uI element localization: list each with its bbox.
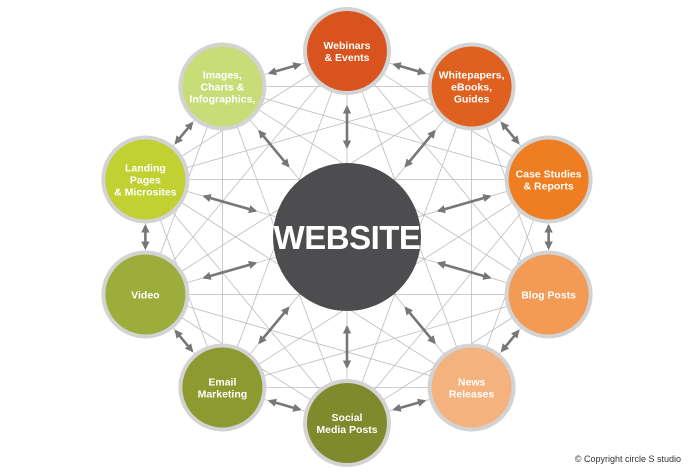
spoke-arrow-email-marketing	[258, 306, 290, 345]
node-label: & Reports	[524, 181, 574, 193]
node-circle	[182, 347, 263, 428]
node-circle	[105, 139, 186, 220]
spoke-arrow-blog-posts	[436, 260, 492, 280]
ring-arrow-whitepapers	[500, 121, 520, 145]
node-case-studies: Case Studies& Reports	[504, 135, 593, 224]
ring-arrow-email-marketing	[174, 329, 194, 353]
node-blog-posts: Blog Posts	[504, 250, 593, 339]
connection-arrows	[141, 62, 553, 412]
node-label: Pages	[130, 175, 161, 187]
node-label: Charts &	[201, 82, 245, 94]
website-hub-label: WEBSITE	[274, 219, 421, 256]
mesh-line	[222, 86, 549, 180]
spoke-arrow-news-releases	[404, 306, 436, 345]
ring-arrow-landing-pages	[174, 121, 194, 145]
node-label: Releases	[449, 388, 495, 400]
ring-arrow-news-releases	[392, 398, 427, 412]
node-label: Infographics,	[189, 94, 255, 106]
node-images-charts: Images,Charts &Infographics,	[178, 42, 267, 131]
ring-arrow-blog-posts	[500, 329, 520, 353]
spoke-arrow-images-charts	[258, 129, 290, 168]
node-label: Video	[131, 289, 159, 301]
ring-arrow-images-charts	[267, 62, 302, 76]
spoke-arrow-whitepapers	[404, 129, 436, 168]
mesh-line	[145, 294, 472, 388]
mesh-line	[346, 179, 549, 424]
mesh-line	[145, 179, 348, 424]
node-circle	[508, 254, 589, 335]
mesh-line	[346, 50, 549, 295]
ring-arrow-webinars-events	[392, 62, 427, 76]
node-label: & Microsites	[114, 187, 177, 199]
node-label: Webinars	[323, 40, 370, 52]
node-circle	[431, 46, 512, 127]
node-circle	[508, 139, 589, 220]
node-label: Media Posts	[316, 424, 377, 436]
node-circle	[105, 254, 186, 335]
spoke-arrow-case-studies	[436, 194, 492, 214]
node-label: News	[458, 376, 486, 388]
mesh-line	[222, 294, 549, 388]
copyright-notice: © Copyright circle S studio	[574, 454, 681, 464]
website-hub: WEBSITE	[273, 163, 421, 311]
node-label: eBooks,	[451, 82, 492, 94]
content-nodes: Webinars& EventsWhitepapers,eBooks,Guide…	[101, 7, 593, 467]
spoke-arrow-landing-pages	[202, 194, 258, 214]
node-label: Whitepapers,	[439, 70, 505, 82]
node-label: Case Studies	[516, 169, 582, 181]
spoke-arrow-video	[202, 260, 258, 280]
node-circle	[307, 383, 387, 463]
node-label: Landing	[125, 163, 166, 175]
node-label: Guides	[454, 94, 490, 106]
node-circle	[431, 347, 512, 428]
mesh-line	[145, 50, 348, 295]
website-hub-circle	[273, 163, 421, 311]
node-label: Images,	[203, 70, 242, 82]
ring-arrow-social-media-posts	[267, 398, 302, 412]
node-video: Video	[101, 250, 190, 339]
node-whitepapers: Whitepapers,eBooks,Guides	[427, 42, 516, 131]
node-webinars-events: Webinars& Events	[303, 7, 391, 95]
node-label: & Events	[325, 52, 370, 64]
mesh-line	[145, 86, 472, 180]
node-label: Social	[332, 412, 363, 424]
node-label: Email	[208, 376, 236, 388]
node-label: Blog Posts	[521, 289, 576, 301]
node-circle	[307, 11, 387, 91]
node-label: Marketing	[198, 388, 248, 400]
node-circle	[182, 46, 263, 127]
